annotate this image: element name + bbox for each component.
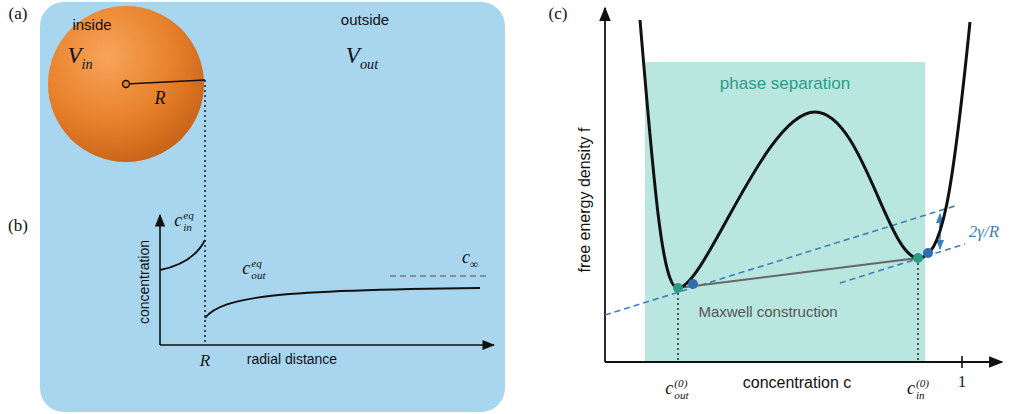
system-panel: insideVinRoutsideVout	[40, 2, 505, 412]
radius-label: R	[155, 89, 166, 109]
outside-profile	[205, 288, 480, 318]
panel-label: (a)	[9, 5, 28, 24]
inside-profile	[160, 240, 205, 270]
concentration-label: ceqout	[242, 258, 265, 281]
concentration-label: ceqin	[174, 210, 194, 233]
concentration-label: c∞	[462, 248, 478, 268]
radius-line	[123, 80, 206, 88]
far-field-line	[390, 275, 490, 276]
radius-label: R	[200, 352, 210, 371]
y-axis	[604, 8, 606, 362]
axis-label: radial distance	[247, 352, 337, 367]
concentration-label: c(0)out	[665, 378, 688, 401]
droplet-dot	[688, 279, 698, 289]
panel-label: (b)	[8, 217, 28, 236]
panel-label: (c)	[549, 5, 568, 24]
tick	[961, 356, 963, 368]
maxwell-line	[678, 258, 918, 288]
x-axis	[160, 344, 494, 346]
coexistence-dot	[673, 283, 683, 293]
axis-label: concentration	[137, 240, 152, 324]
region-label: outside	[341, 12, 389, 29]
dotted-guide	[677, 288, 678, 362]
volume-label: Vout	[346, 43, 378, 68]
axis-label: concentration c	[743, 374, 852, 392]
dotted-guide	[917, 258, 918, 362]
region-label: phase separation	[720, 75, 850, 94]
tangent-line	[840, 244, 965, 283]
concentration-label: c(0)in	[907, 378, 929, 401]
line-label: Maxwell construction	[698, 304, 837, 321]
tick-label: 1	[958, 373, 966, 391]
droplet-dot	[923, 248, 933, 258]
dotted-guide	[204, 80, 205, 345]
axis-label: free energy density f	[576, 128, 594, 273]
y-axis	[159, 215, 161, 345]
region-label: inside	[72, 17, 111, 34]
free-energy-curve	[640, 20, 970, 288]
volume-label: Vin	[67, 43, 92, 68]
coexistence-dot	[913, 253, 923, 263]
x-axis	[605, 361, 1002, 363]
gap-label: 2γ/R	[969, 223, 999, 242]
